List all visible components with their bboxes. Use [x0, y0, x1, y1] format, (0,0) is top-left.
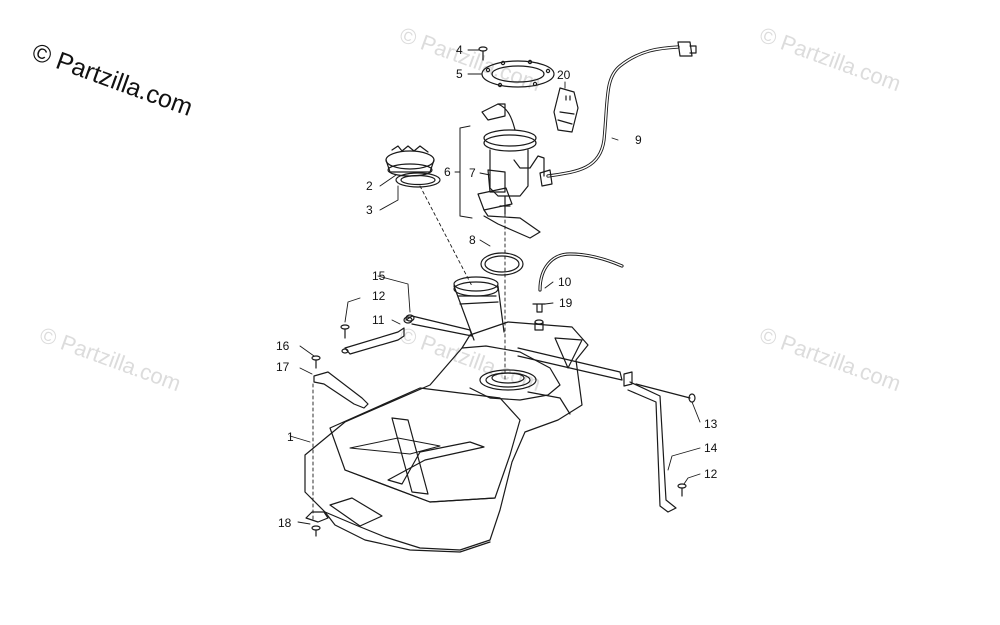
callout-7: 7	[469, 166, 476, 180]
callout-13: 13	[704, 417, 718, 431]
callout-18: 18	[278, 516, 292, 530]
callout-12-right: 12	[704, 467, 718, 481]
callout-2: 2	[366, 179, 373, 193]
callout-8: 8	[469, 233, 476, 247]
pump-retaining-ring	[481, 59, 555, 88]
callout-14: 14	[704, 441, 718, 455]
fuel-line-hose	[539, 41, 697, 187]
callout-15: 15	[372, 269, 386, 283]
leader-lines	[289, 49, 701, 525]
callout-4: 4	[456, 43, 463, 57]
tank-strap-left	[341, 315, 473, 355]
bolt-15	[405, 314, 415, 322]
cap-gasket	[395, 172, 441, 188]
callout-9: 9	[635, 133, 642, 147]
pump-screw	[478, 46, 488, 61]
hose-clamp	[532, 303, 546, 331]
callout-11: 11	[372, 313, 385, 327]
callout-19: 19	[559, 296, 573, 310]
filler-neck	[453, 276, 505, 341]
bolt-18	[305, 511, 329, 537]
callout-6: 6	[444, 165, 451, 179]
bolt-12-left	[340, 324, 350, 339]
callout-20: 20	[557, 68, 571, 82]
pump-filter	[487, 169, 506, 193]
callout-labels: 1 2 3 4 5 6 7 8 9 10 11 12 12 13 14 15 1…	[276, 43, 718, 530]
bolt-12-right	[677, 483, 687, 497]
pump-o-ring	[480, 252, 524, 276]
callout-1: 1	[287, 430, 294, 444]
callout-10: 10	[558, 275, 572, 289]
tank-bracket-left	[313, 371, 369, 409]
fuel-tank	[304, 321, 589, 553]
callout-16: 16	[276, 339, 290, 353]
wire-connector	[553, 87, 579, 133]
tank-strap-right	[517, 347, 696, 513]
fuel-cap	[385, 145, 435, 177]
callout-12-left: 12	[372, 289, 386, 303]
callout-5: 5	[456, 67, 463, 81]
callout-3: 3	[366, 203, 373, 217]
vent-hose	[538, 252, 624, 292]
bolt-16	[311, 355, 321, 369]
tank-opening	[479, 369, 537, 391]
callout-17: 17	[276, 360, 290, 374]
